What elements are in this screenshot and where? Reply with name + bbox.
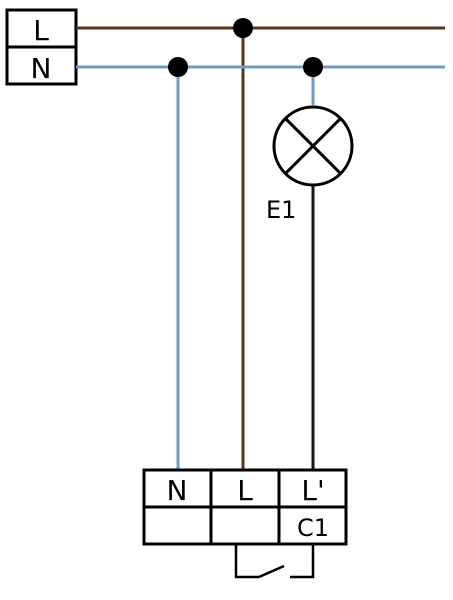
- switch-contact-left-leg: [234, 544, 259, 579]
- supply-neutral-label: N: [31, 52, 52, 85]
- switch-contact-right-leg: [290, 544, 315, 579]
- lamp-symbol: [272, 105, 354, 187]
- device-terminal-l-switched-label: L': [301, 474, 324, 507]
- device-label: C1: [297, 514, 329, 542]
- device-terminal-block: N L L' C1: [142, 468, 348, 546]
- device-terminal-n-label: N: [167, 474, 188, 507]
- neutral-junction-dot: [168, 57, 188, 77]
- switch-contact: [234, 544, 315, 579]
- switch-contact-blade: [258, 564, 285, 579]
- lamp-junction-dot: [303, 57, 323, 77]
- lamp-label: E1: [266, 196, 296, 224]
- live-junction-dot: [233, 18, 253, 38]
- supply-terminal-block: L N: [5, 8, 78, 86]
- supply-live-label: L: [33, 14, 49, 47]
- device-terminal-l-label: L: [237, 474, 253, 507]
- lamp-cross-line: [284, 117, 342, 175]
